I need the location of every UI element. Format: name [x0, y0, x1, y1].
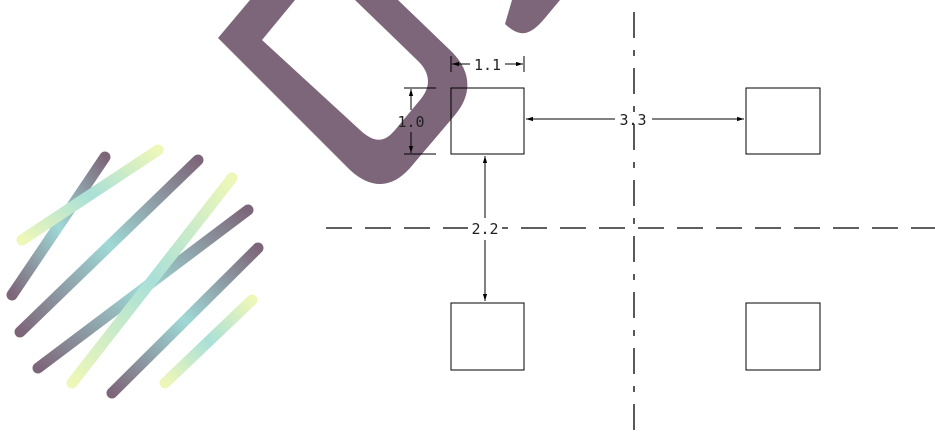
pad-top-right — [745, 87, 821, 155]
label-pad-height: 1.0 — [397, 113, 424, 131]
pad-bottom-right — [745, 302, 821, 371]
dimension-pitch-y: 2.2 — [468, 156, 502, 301]
dimension-pad-width: 1.1 — [450, 56, 525, 74]
pad-top-left — [450, 87, 525, 155]
pad-bottom-left — [450, 302, 525, 371]
dimension-pad-height: 1.0 — [397, 87, 436, 155]
label-pad-width: 1.1 — [474, 56, 501, 74]
label-pitch-x: 3.3 — [619, 111, 646, 129]
label-pitch-y: 2.2 — [471, 220, 498, 238]
watermark-stripes — [6, 144, 264, 399]
watermark-letter — [218, 0, 560, 185]
dimension-pitch-x: 3.3 — [526, 111, 744, 129]
